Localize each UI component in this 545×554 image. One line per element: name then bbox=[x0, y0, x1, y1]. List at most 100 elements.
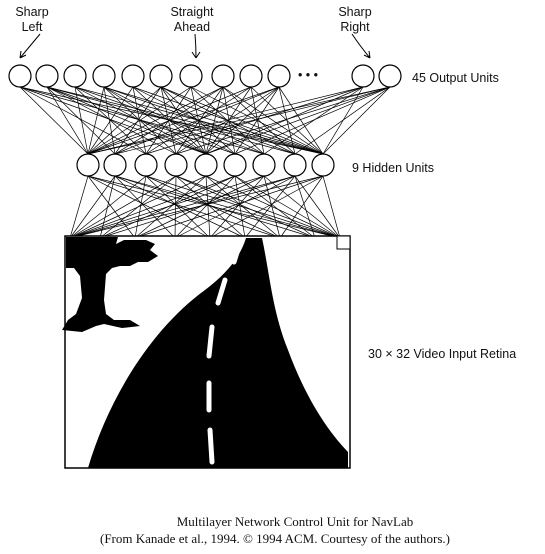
hidden-unit-node bbox=[252, 153, 276, 177]
output-hidden-connections bbox=[19, 86, 391, 155]
connection-hidden-input bbox=[69, 175, 89, 239]
connection-hidden-input bbox=[279, 175, 324, 239]
output-unit-node bbox=[351, 64, 375, 88]
output-unit-node bbox=[211, 64, 235, 88]
connection-output-hidden bbox=[46, 86, 177, 155]
connection-hidden-input bbox=[87, 175, 281, 239]
connection-hidden-input bbox=[134, 175, 207, 239]
connection-hidden-input bbox=[175, 175, 316, 239]
connection-output-hidden bbox=[87, 86, 391, 155]
output-unit-node bbox=[92, 64, 116, 88]
hidden-layer bbox=[76, 153, 335, 177]
connection-hidden-input bbox=[69, 175, 236, 239]
connection-hidden-input bbox=[87, 175, 136, 239]
connection-output-hidden bbox=[234, 86, 280, 155]
hidden-unit-node bbox=[283, 153, 307, 177]
tree-silhouette bbox=[62, 237, 158, 332]
connection-output-hidden bbox=[46, 86, 324, 155]
connection-hidden-input bbox=[114, 175, 316, 239]
connection-hidden-input bbox=[87, 175, 211, 239]
output-unit-node bbox=[63, 64, 87, 88]
label-straight-ahead-2: Ahead bbox=[174, 20, 210, 34]
label-sharp-right-1: Sharp bbox=[338, 5, 371, 19]
output-unit-node bbox=[35, 64, 59, 88]
connection-hidden-input bbox=[69, 175, 177, 239]
output-layer bbox=[8, 64, 402, 88]
connection-output-hidden bbox=[46, 86, 207, 155]
connection-output-hidden bbox=[175, 86, 280, 155]
connection-hidden-input bbox=[263, 175, 341, 239]
direction-arrows bbox=[19, 33, 371, 59]
output-unit-node bbox=[179, 64, 203, 88]
connection-hidden-input bbox=[244, 175, 296, 239]
connection-hidden-input bbox=[234, 175, 246, 239]
label-sharp-left-1: Sharp bbox=[15, 5, 48, 19]
connection-output-hidden bbox=[87, 86, 105, 155]
road-center-dashes bbox=[206, 240, 243, 465]
connection-output-hidden bbox=[87, 86, 134, 155]
connection-hidden-input bbox=[134, 175, 324, 239]
connection-output-hidden bbox=[145, 86, 252, 155]
connection-output-hidden bbox=[222, 86, 324, 155]
output-unit-node bbox=[267, 64, 291, 88]
connection-output-hidden bbox=[46, 86, 296, 155]
output-unit-node bbox=[149, 64, 173, 88]
hidden-input-connections bbox=[69, 175, 341, 239]
hidden-unit-node bbox=[311, 153, 335, 177]
connection-hidden-input bbox=[263, 175, 281, 239]
connection-hidden-input bbox=[69, 175, 207, 239]
connection-hidden-input bbox=[205, 175, 281, 239]
connection-hidden-input bbox=[114, 175, 341, 239]
connection-hidden-input bbox=[234, 175, 316, 239]
connection-hidden-input bbox=[69, 175, 147, 239]
connection-hidden-input bbox=[174, 175, 296, 239]
connection-output-hidden bbox=[87, 86, 224, 155]
hidden-unit-node bbox=[194, 153, 218, 177]
connection-output-hidden bbox=[114, 86, 280, 155]
retina-corner-pixel bbox=[336, 235, 351, 250]
connection-hidden-input bbox=[174, 175, 236, 239]
connection-hidden-input bbox=[69, 175, 265, 239]
output-units-label: 45 Output Units bbox=[412, 71, 499, 85]
connection-output-hidden bbox=[234, 86, 391, 155]
connection-hidden-input bbox=[145, 175, 211, 239]
label-sharp-right-2: Right bbox=[340, 20, 370, 34]
connection-hidden-input bbox=[209, 175, 265, 239]
input-retina-label: 30 × 32 Video Input Retina bbox=[368, 347, 516, 361]
connection-output-hidden bbox=[205, 86, 224, 155]
connection-hidden-input bbox=[69, 175, 116, 239]
connection-output-hidden bbox=[87, 86, 192, 155]
connection-output-hidden bbox=[263, 86, 364, 155]
connection-output-hidden bbox=[278, 86, 324, 155]
connection-output-hidden bbox=[114, 86, 391, 155]
connection-output-hidden bbox=[222, 86, 296, 155]
connection-output-hidden bbox=[87, 86, 162, 155]
hidden-unit-node bbox=[223, 153, 247, 177]
caption-line-2: (From Kanade et al., 1994. © 1994 ACM. C… bbox=[100, 531, 450, 546]
output-ellipsis: • • • bbox=[298, 68, 318, 82]
connection-output-hidden bbox=[205, 86, 391, 155]
connection-hidden-input bbox=[174, 175, 177, 239]
connection-output-hidden bbox=[19, 86, 147, 155]
caption-line-1: Multilayer Network Control Unit for NavL… bbox=[177, 514, 413, 529]
connection-output-hidden bbox=[46, 86, 89, 155]
connection-output-hidden bbox=[294, 86, 391, 155]
hidden-unit-node bbox=[76, 153, 100, 177]
connection-hidden-input bbox=[145, 175, 281, 239]
output-unit-node bbox=[239, 64, 263, 88]
output-unit-node bbox=[8, 64, 32, 88]
connection-hidden-input bbox=[205, 175, 341, 239]
output-unit-node bbox=[121, 64, 145, 88]
hidden-unit-node bbox=[103, 153, 127, 177]
hidden-unit-node bbox=[164, 153, 188, 177]
connection-hidden-input bbox=[134, 175, 265, 239]
connection-output-hidden bbox=[19, 86, 89, 155]
connection-output-hidden bbox=[87, 86, 252, 155]
connection-hidden-input bbox=[209, 175, 324, 239]
connection-output-hidden bbox=[205, 86, 364, 155]
connection-hidden-input bbox=[234, 175, 341, 239]
connection-output-hidden bbox=[205, 86, 252, 155]
connection-output-hidden bbox=[74, 86, 89, 155]
connection-output-hidden bbox=[114, 86, 162, 155]
